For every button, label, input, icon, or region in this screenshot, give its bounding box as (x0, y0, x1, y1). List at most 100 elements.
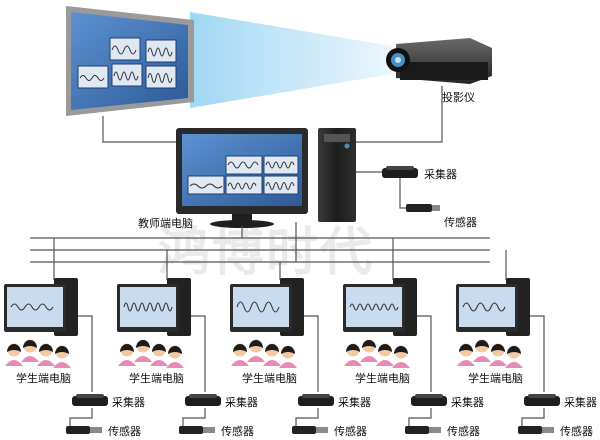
student-screen (7, 287, 63, 327)
collector-link-line (304, 315, 319, 392)
student-waveform (349, 303, 399, 311)
sensor-link-line (295, 408, 319, 426)
student-hair (39, 344, 53, 352)
electronic-whiteboard (66, 6, 194, 116)
student-hair (249, 340, 263, 348)
projector (386, 38, 492, 84)
student-screen (233, 287, 289, 327)
watermark-text: 鸿博时代 (158, 223, 374, 283)
teacher-collector-label: 采集器 (424, 167, 457, 181)
student-sensor-label: 传感器 (334, 425, 367, 438)
student-hair (120, 344, 134, 352)
collector-top (189, 394, 217, 398)
teacher-collector (382, 166, 418, 178)
collector-link-line (530, 315, 545, 392)
student-collector-label: 采集器 (225, 395, 258, 409)
bus-lines (30, 222, 490, 263)
projector-label: 投影仪 (442, 90, 475, 104)
student-pc-label: 学生端电脑 (129, 371, 184, 385)
collector-top (76, 394, 104, 398)
collector-link-line (78, 315, 93, 392)
student-collector (185, 396, 221, 406)
teacher-pc-label: 教师端电脑 (138, 217, 193, 230)
student-collector-label: 采集器 (451, 395, 484, 409)
student-body (37, 360, 55, 366)
sensor-link-line (182, 408, 206, 426)
student-sensor-label: 传感器 (108, 425, 141, 438)
student-hair (491, 344, 505, 352)
student-collector (72, 396, 108, 406)
student-body (247, 356, 265, 362)
student-hair (55, 346, 69, 354)
projection-beam (190, 12, 392, 108)
student-body (5, 360, 23, 366)
student-body (360, 356, 378, 362)
student-hair (394, 346, 408, 354)
student-collector-label: 采集器 (112, 395, 145, 409)
sensor-tip (429, 427, 441, 433)
student-hair (233, 344, 247, 352)
student-body (473, 356, 491, 362)
student-body (279, 362, 297, 368)
student-hair (475, 340, 489, 348)
student-body (392, 362, 410, 368)
sensor-link-line (69, 408, 93, 426)
sensor-tip (542, 427, 554, 433)
connection-lines-top (102, 86, 443, 209)
student-hair (265, 344, 279, 352)
student-pc-label: 学生端电脑 (468, 371, 523, 385)
student-collector (524, 396, 560, 406)
student-hair (23, 340, 37, 348)
student-hair (378, 344, 392, 352)
student-body (21, 356, 39, 362)
student-screen (459, 287, 515, 327)
student-pc-label: 学生端电脑 (242, 371, 297, 385)
student-hair (459, 344, 473, 352)
student-waveform (236, 301, 280, 313)
student-body (457, 360, 475, 366)
student-sensor (66, 426, 90, 434)
student-body (134, 356, 152, 362)
student-sensor (292, 426, 316, 434)
student-hair (507, 346, 521, 354)
collector-top (415, 394, 443, 398)
student-body (118, 360, 136, 366)
student-collector-label: 采集器 (338, 395, 371, 409)
student-body (376, 360, 394, 366)
student-body (53, 362, 71, 368)
student-body (231, 360, 249, 366)
collector-link-line (191, 315, 206, 392)
student-stations: 学生端电脑采集器传感器学生端电脑采集器传感器学生端电脑采集器传感器学生端电脑采集… (4, 238, 597, 438)
student-hair (346, 344, 360, 352)
student-body (505, 362, 523, 368)
teacher-sensor-label: 传感器 (444, 216, 477, 229)
student-waveform (10, 303, 54, 311)
student-sensor-label: 传感器 (221, 425, 254, 438)
student-body (150, 360, 168, 366)
student-hair (152, 344, 166, 352)
student-collector (298, 396, 334, 406)
student-pc-label: 学生端电脑 (16, 371, 71, 385)
sensor-link-line (521, 408, 545, 426)
student-body (489, 360, 507, 366)
student-sensor (405, 426, 429, 434)
student-sensor (518, 426, 542, 434)
collector-link-line (417, 315, 432, 392)
student-hair (7, 344, 21, 352)
teacher-sensor (406, 204, 440, 212)
student-collector (411, 396, 447, 406)
student-pc-label: 学生端电脑 (355, 371, 410, 385)
student-waveform (462, 302, 506, 312)
student-hair (168, 346, 182, 354)
collector-top (528, 394, 556, 398)
collector-top (302, 394, 330, 398)
sensor-tip (90, 427, 102, 433)
student-hair (281, 346, 295, 354)
whiteboard-wave-windows (77, 37, 177, 89)
